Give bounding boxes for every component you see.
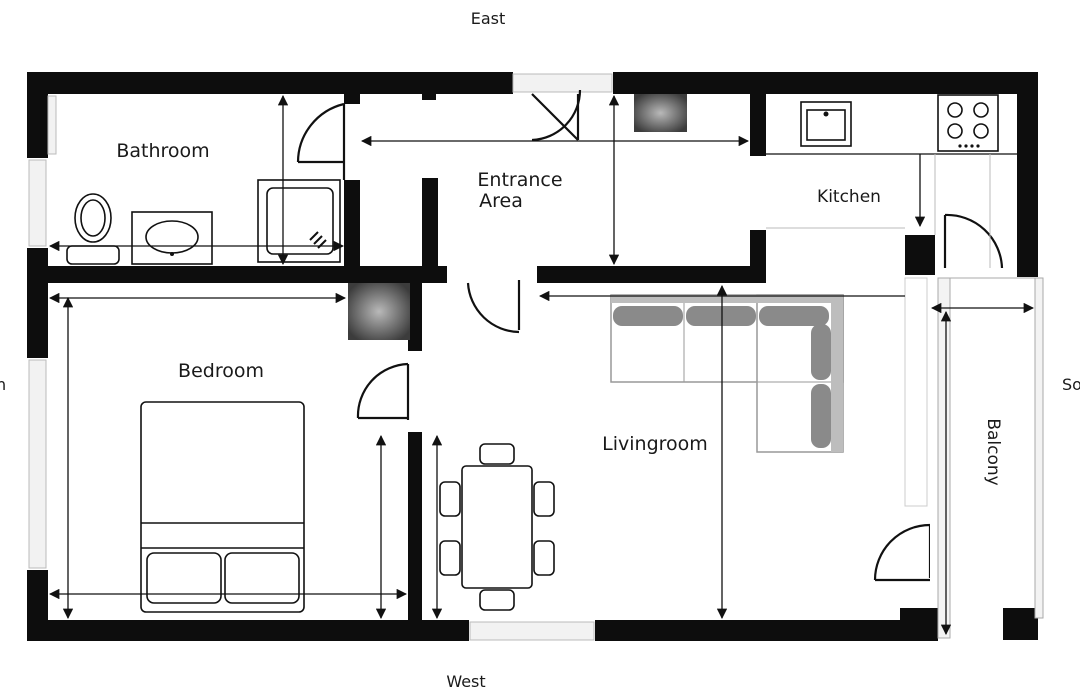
living-partition — [904, 277, 928, 507]
sofa — [610, 294, 844, 453]
doors — [296, 89, 1004, 582]
kitchen-counter — [766, 153, 1017, 268]
room-label-bathroom: Bathroom — [116, 140, 209, 162]
room-label-kitchen: Kitchen — [817, 187, 881, 207]
sink — [131, 211, 213, 265]
bed — [140, 401, 305, 613]
compass-north-label: h — [0, 375, 6, 394]
shower — [257, 179, 341, 263]
room-label-livingroom: Livingroom — [602, 433, 708, 455]
room-label-balcony: Balcony — [983, 418, 1003, 485]
compass-east-label: East — [471, 9, 506, 28]
walls — [27, 72, 1038, 641]
dining-table — [439, 443, 555, 611]
room-label-entrance-line1: Entrance — [477, 169, 562, 191]
stove — [937, 94, 999, 152]
compass-west-label: West — [446, 672, 485, 691]
shaft-column — [634, 94, 687, 132]
windows — [28, 73, 613, 641]
kitchen-sink — [800, 101, 852, 147]
room-label-bedroom: Bedroom — [178, 360, 264, 382]
toilet — [66, 193, 120, 265]
dimension-lines — [48, 94, 1035, 636]
room-label-entrance-line2: Area — [479, 190, 523, 212]
shaft-column — [348, 283, 410, 340]
compass-south-label: So — [1062, 375, 1080, 394]
